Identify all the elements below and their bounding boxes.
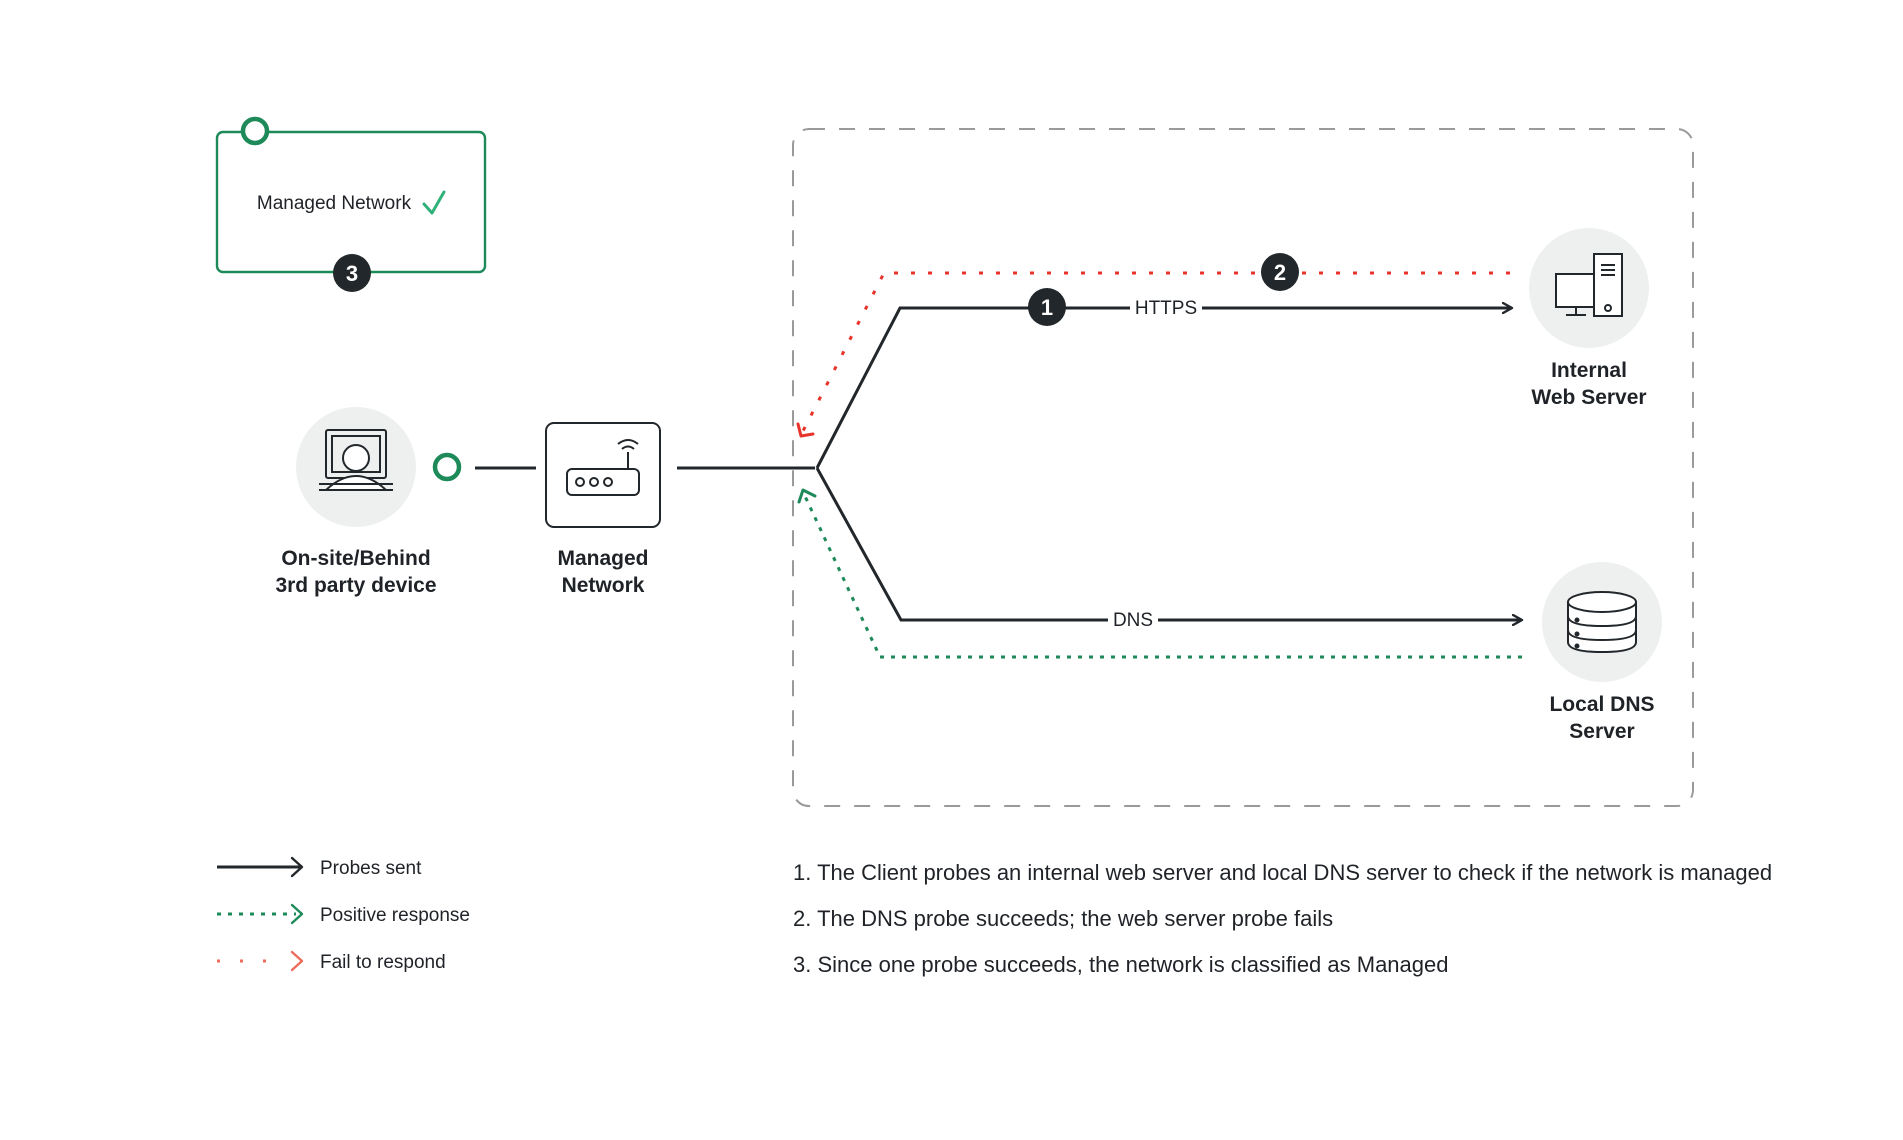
status-card: Managed Network 3 <box>215 116 487 292</box>
step-badge-2 <box>1261 253 1299 291</box>
legend-label: Probes sent <box>320 858 422 879</box>
positive-response-arrowhead <box>797 488 817 504</box>
note-item: 1. The Client probes an internal web ser… <box>793 860 1772 885</box>
legend-arrow-red-icon <box>290 950 304 972</box>
positive-response-line <box>802 493 1522 659</box>
https-probe-line <box>815 308 1512 469</box>
https-label-bg <box>1130 296 1202 320</box>
web-server-node: Internal Web Server <box>1529 228 1649 409</box>
dns-server-label-line2: Server <box>1569 720 1634 743</box>
step-badge-3-number: 3 <box>346 261 358 286</box>
legend-item-probes-sent: Probes sent <box>217 856 422 879</box>
client-label-line2: 3rd party device <box>275 574 436 597</box>
step-badge-3 <box>333 254 371 292</box>
step-badge-1-number: 1 <box>1041 295 1053 320</box>
client-status-connector-icon <box>432 452 462 482</box>
database-icon <box>1567 591 1637 654</box>
dns-probe-line <box>815 467 1522 620</box>
router-label-line1: Managed <box>557 547 648 570</box>
client-label-line1: On-site/Behind <box>281 547 430 570</box>
legend-arrow-solid-icon <box>290 856 304 878</box>
web-server-icon <box>1555 253 1623 317</box>
checkmark-icon <box>422 190 446 215</box>
notes-list: 1. The Client probes an internal web ser… <box>793 860 1772 977</box>
dns-label: DNS <box>1113 610 1153 631</box>
router-icon <box>566 439 640 496</box>
legend-label: Positive response <box>320 905 470 926</box>
user-computer-icon <box>319 429 393 491</box>
status-card-text: Managed Network <box>257 193 412 214</box>
internal-network-boundary <box>792 128 1694 807</box>
web-server-label-line2: Web Server <box>1531 386 1646 409</box>
dns-server-node: Local DNS Server <box>1542 562 1662 743</box>
router-frame <box>545 422 661 528</box>
https-label: HTTPS <box>1135 298 1197 319</box>
legend-label: Fail to respond <box>320 952 446 973</box>
note-item: 2. The DNS probe succeeds; the web serve… <box>793 906 1333 931</box>
fail-response-arrowhead <box>796 422 815 438</box>
client-node: On-site/Behind 3rd party device <box>275 407 462 597</box>
legend-item-fail-to-respond: Fail to respond <box>217 950 446 973</box>
dns-label-bg <box>1108 608 1158 632</box>
legend: Probes sent Positive response Fail to re… <box>217 856 470 973</box>
step-badge-2-number: 2 <box>1274 260 1286 285</box>
step-badge-1 <box>1028 288 1066 326</box>
legend-item-positive-response: Positive response <box>217 903 470 926</box>
router-label-line2: Network <box>562 574 645 597</box>
legend-arrow-green-icon <box>290 903 304 925</box>
note-item: 3. Since one probe succeeds, the network… <box>793 952 1449 977</box>
dns-server-label-line1: Local DNS <box>1549 693 1654 716</box>
router-node: Managed Network <box>545 422 661 597</box>
status-card-connector-icon <box>240 116 270 146</box>
web-server-label-line1: Internal <box>1551 359 1627 382</box>
